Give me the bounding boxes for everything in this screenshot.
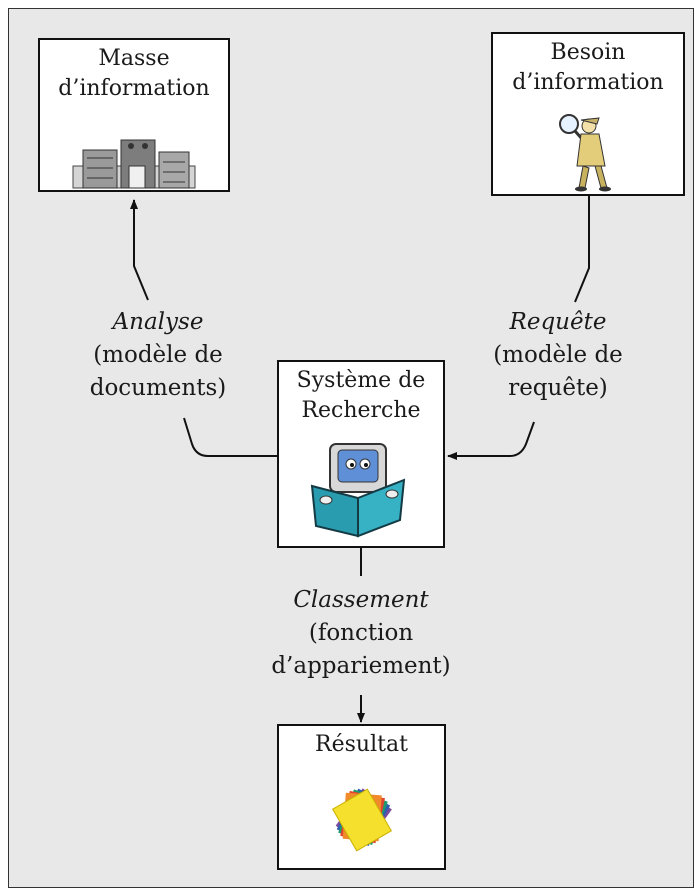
edge-analyse-line2: documents) bbox=[89, 375, 227, 401]
connector-requete-lower bbox=[447, 421, 535, 460]
connector-analyse-lower bbox=[183, 417, 278, 457]
detective-magnifier-icon bbox=[559, 114, 611, 192]
node-systeme-line1: Système de bbox=[296, 368, 426, 393]
node-besoin-line2: d’information bbox=[512, 70, 664, 95]
library-building-icon bbox=[72, 139, 196, 189]
edge-classement-line2: d’appariement) bbox=[271, 653, 451, 679]
edge-label-classement: Classement (fonction d’appariement) bbox=[248, 584, 474, 683]
node-besoin-label: Besoin d’information bbox=[493, 34, 683, 98]
node-masse-line2: d’information bbox=[58, 76, 210, 101]
edge-classement-line1: (fonction bbox=[308, 620, 414, 646]
computer-reading-book-icon bbox=[310, 443, 406, 538]
edge-label-requete: Requête (modèle de requête) bbox=[472, 306, 644, 405]
node-systeme-label: Système de Recherche bbox=[279, 362, 443, 426]
node-masse-line1: Masse bbox=[98, 46, 170, 71]
edge-analyse-line1: (modèle de bbox=[93, 342, 223, 368]
node-masse-label: Masse d’information bbox=[40, 40, 228, 104]
node-besoin-information: Besoin d’information bbox=[491, 32, 685, 196]
node-resultat: Résultat bbox=[277, 724, 446, 870]
connector-analyse-upper bbox=[130, 199, 149, 301]
node-resultat-line1: Résultat bbox=[315, 732, 408, 757]
edge-requete-line2: requête) bbox=[508, 375, 608, 401]
connector-requete-upper bbox=[574, 196, 590, 303]
edge-requete-line1: (modèle de bbox=[493, 342, 623, 368]
edge-label-analyse: Analyse (modèle de documents) bbox=[72, 306, 244, 405]
node-besoin-line1: Besoin bbox=[550, 40, 626, 65]
edge-analyse-title: Analyse bbox=[112, 309, 204, 335]
node-masse-information: Masse d’information bbox=[38, 38, 230, 192]
edge-classement-title: Classement bbox=[293, 587, 429, 613]
node-systeme-recherche: Système de Recherche bbox=[277, 360, 445, 548]
node-resultat-label: Résultat bbox=[279, 726, 444, 760]
document-stack-icon bbox=[331, 788, 392, 852]
node-systeme-line2: Recherche bbox=[301, 398, 421, 423]
edge-requete-title: Requête bbox=[509, 309, 607, 335]
